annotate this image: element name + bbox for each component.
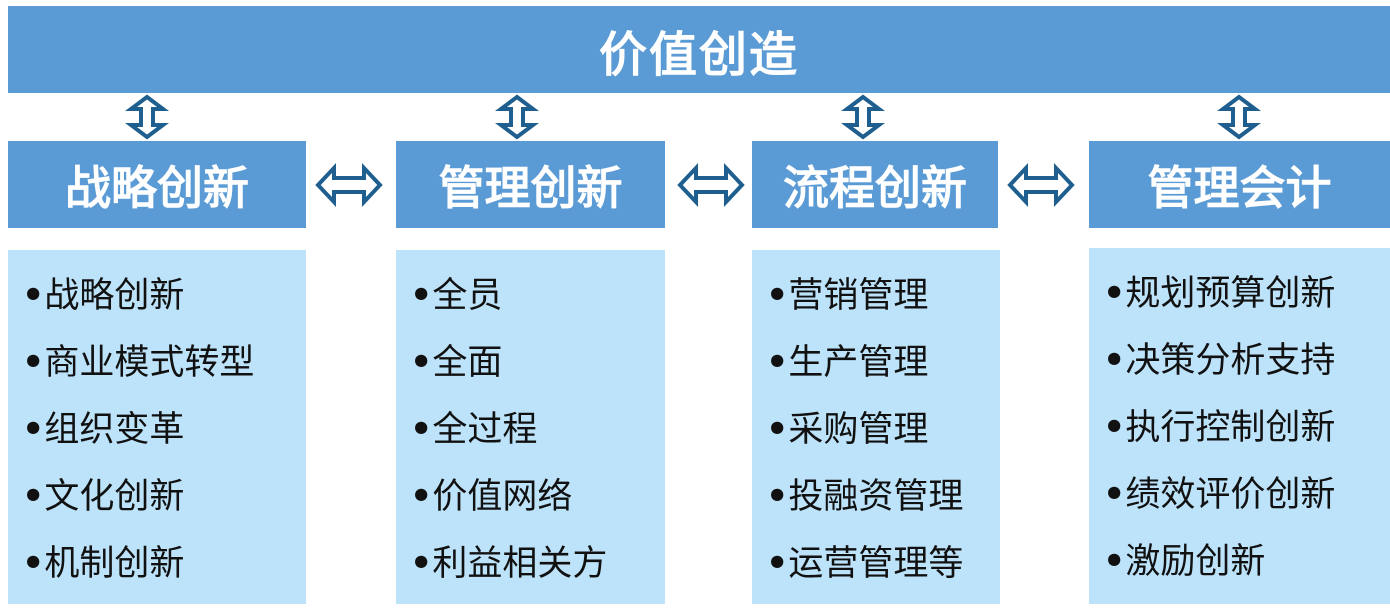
- column-header-accounting: 管理会计: [1089, 141, 1390, 228]
- list-item: •采购管理: [766, 410, 929, 450]
- vertical-double-arrow-icon: [125, 94, 169, 140]
- list-item: •全面: [410, 343, 503, 383]
- list-item: •价值网络: [410, 477, 573, 517]
- list-item: •全过程: [410, 410, 538, 450]
- value-creation-banner: 价值创造: [8, 6, 1390, 93]
- banner-title: 价值创造: [598, 26, 799, 83]
- list-item: •决策分析支持: [1103, 341, 1336, 381]
- vertical-double-arrow-icon: [495, 94, 539, 140]
- list-item: •战略创新: [22, 276, 185, 316]
- list-item: •文化创新: [22, 477, 185, 517]
- list-item: •机制创新: [22, 544, 185, 584]
- column-header-strategy: 战略创新: [8, 141, 306, 228]
- list-item: •投融资管理: [766, 477, 964, 517]
- strategy-list: •战略创新 •商业模式转型 •组织变革 •文化创新 •机制创新: [8, 250, 306, 604]
- vertical-double-arrow-icon: [841, 94, 885, 140]
- horizontal-double-arrow-icon: [1007, 162, 1075, 208]
- list-item: •激励创新: [1103, 542, 1266, 582]
- list-item: •生产管理: [766, 343, 929, 383]
- column-header-process: 流程创新: [752, 141, 998, 228]
- list-item: •全员: [410, 276, 503, 316]
- list-item: •商业模式转型: [22, 343, 255, 383]
- vertical-double-arrow-icon: [1217, 94, 1261, 140]
- management-list: •全员 •全面 •全过程 •价值网络 •利益相关方: [396, 250, 665, 604]
- column-header-label: 战略创新: [65, 160, 249, 215]
- list-item: •执行控制创新: [1103, 408, 1336, 448]
- horizontal-double-arrow-icon: [315, 162, 383, 208]
- list-item: •利益相关方: [410, 544, 608, 584]
- column-header-label: 管理会计: [1147, 160, 1332, 215]
- list-item: •运营管理等: [766, 544, 964, 584]
- column-header-label: 管理创新: [438, 160, 623, 215]
- process-list: •营销管理 •生产管理 •采购管理 •投融资管理 •运营管理等: [752, 250, 1000, 604]
- horizontal-double-arrow-icon: [677, 162, 745, 208]
- list-item: •绩效评价创新: [1103, 475, 1336, 515]
- list-item: •规划预算创新: [1103, 274, 1336, 314]
- accounting-list: •规划预算创新 •决策分析支持 •执行控制创新 •绩效评价创新 •激励创新: [1089, 248, 1390, 604]
- list-item: •营销管理: [766, 276, 929, 316]
- column-header-management: 管理创新: [396, 141, 665, 228]
- list-item: •组织变革: [22, 410, 185, 450]
- column-header-label: 流程创新: [783, 160, 967, 215]
